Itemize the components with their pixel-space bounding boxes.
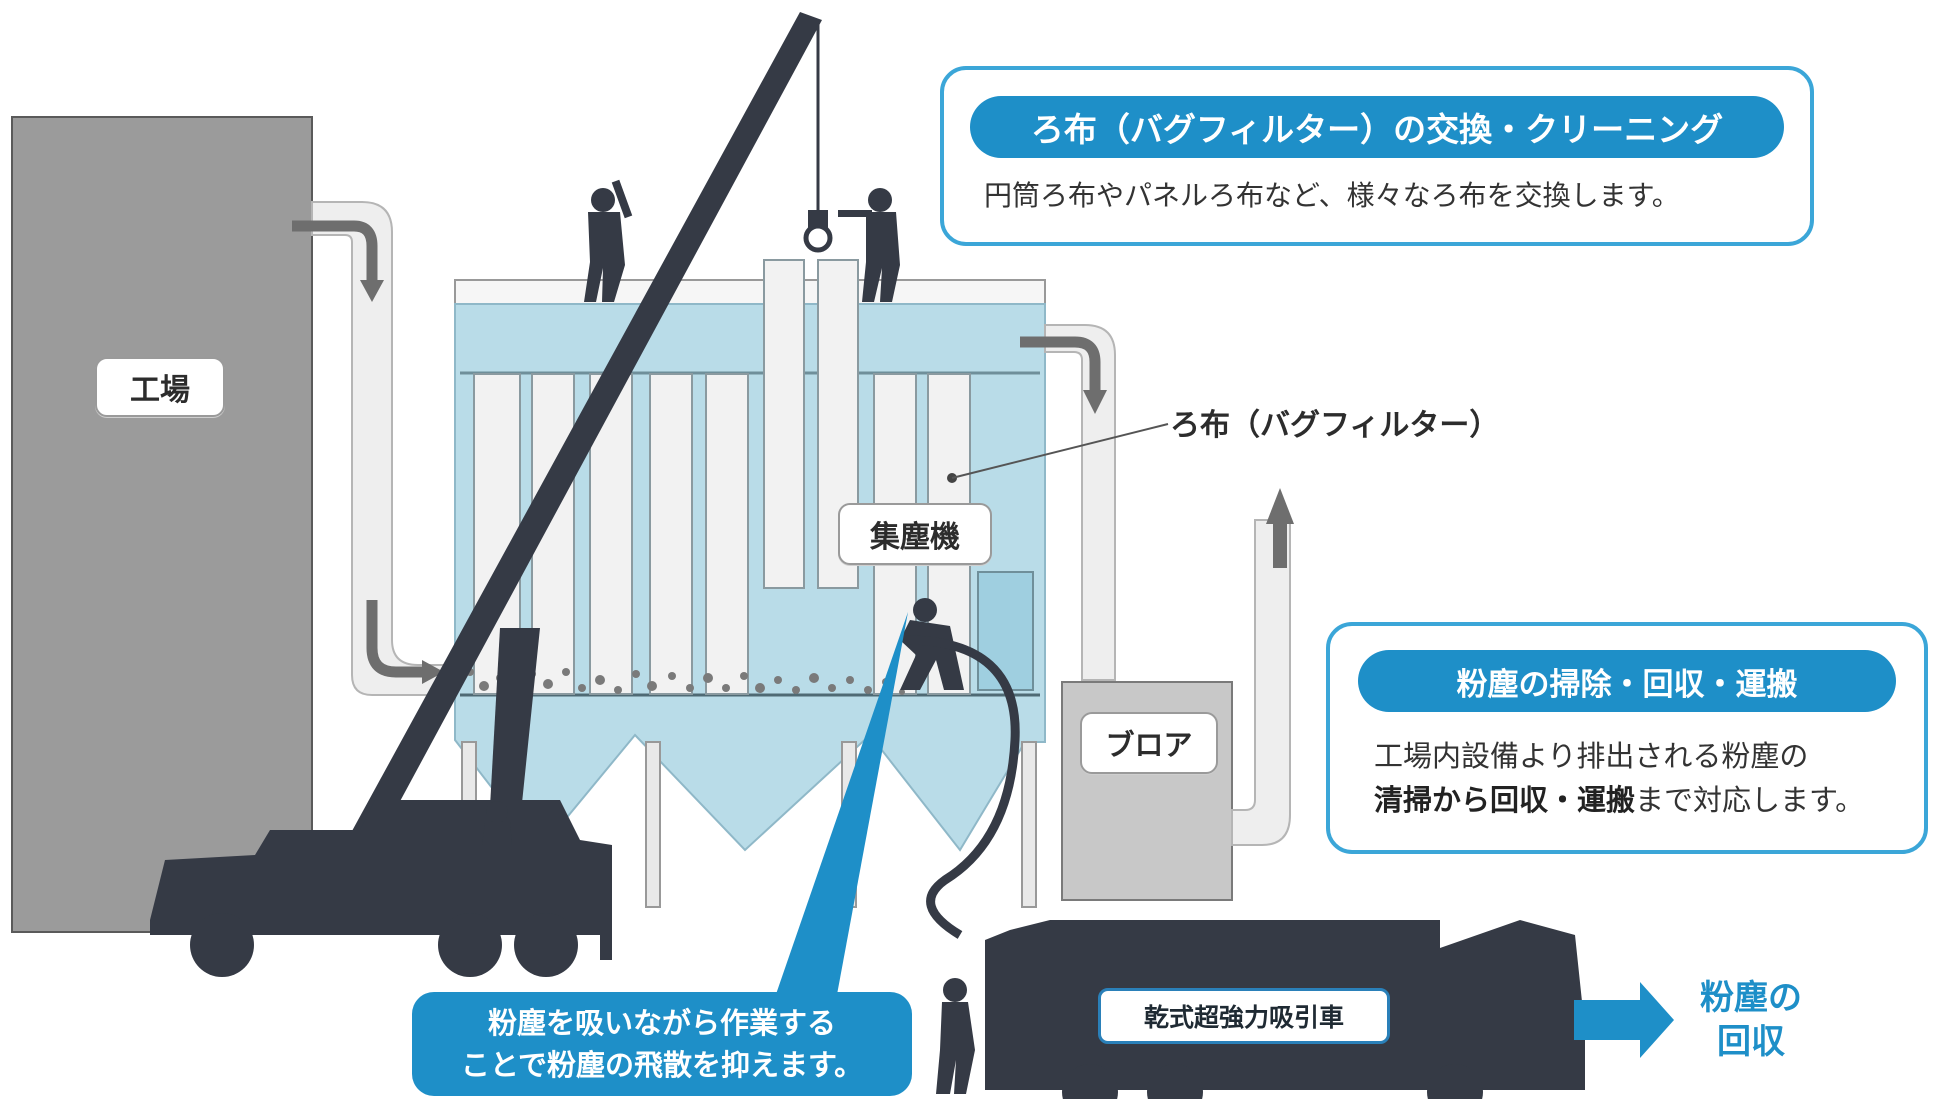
- worker-silhouette: [584, 179, 633, 302]
- filter-exchange-callout: ろ布（バグフィルター）の交換・クリーニング 円筒ろ布やパネルろ布など、様々なろ布…: [940, 66, 1814, 246]
- bag-filter: [649, 373, 693, 695]
- leader-line: [951, 423, 1169, 479]
- outlet-duct: [1044, 324, 1116, 681]
- collector-top-rail: [454, 279, 1046, 305]
- bag-filter: [763, 259, 805, 589]
- flow-arrow-head-icon: [360, 280, 384, 302]
- crane-hook-block: [808, 210, 828, 228]
- factory-label: 工場: [95, 357, 225, 417]
- flow-arrow-icon: [1020, 336, 1101, 392]
- bubble-pointer: [774, 612, 908, 1000]
- crane-support: [488, 628, 540, 842]
- blower-label: ブロア: [1080, 712, 1218, 774]
- collector-panel: [977, 571, 1034, 691]
- dust-cleaning-line2: 清掃から回収・運搬まで対応します。: [1374, 778, 1914, 822]
- crane-boom: [346, 12, 822, 842]
- dust-cleaning-rest: まで対応します。: [1635, 783, 1865, 817]
- bag-filter: [705, 373, 749, 695]
- suction-work-line1: 粉塵を吸いながら作業する: [487, 1006, 836, 1040]
- dust-collector-label: 集塵機: [838, 503, 992, 565]
- dust-cleaning-callout: 粉塵の掃除・回収・運搬 工場内設備より排出される粉塵の 清掃から回収・運搬まで対…: [1326, 622, 1928, 854]
- dust-cleaning-line1: 工場内設備より排出される粉塵の: [1374, 739, 1809, 773]
- recovery-arrow-icon: [1574, 982, 1674, 1058]
- factory-building: [11, 116, 313, 933]
- filter-exchange-text: 円筒ろ布やパネルろ布など、様々なろ布を交換します。: [984, 179, 1680, 212]
- exhaust-arrow-head-icon: [1266, 488, 1294, 524]
- suction-hose: [904, 635, 1020, 939]
- worker-silhouette: [482, 801, 512, 845]
- flow-arrow-icon: [292, 220, 378, 282]
- inlet-duct: [311, 201, 457, 696]
- suction-work-line2: ことで粉塵の飛散を抑えます。: [460, 1048, 864, 1082]
- exhaust-arrow-icon: [1273, 520, 1287, 568]
- dust-cleaning-text: 工場内設備より排出される粉塵の 清掃から回収・運搬まで対応します。: [1374, 734, 1914, 822]
- dust-recovery-line2: 回収: [1717, 1022, 1785, 1062]
- flow-arrow-icon: [366, 600, 424, 678]
- vacuum-truck-label: 乾式超強力吸引車: [1098, 988, 1390, 1044]
- dust-recovery-text: 粉塵の 回収: [1676, 976, 1826, 1064]
- flow-arrow-head-icon: [1083, 390, 1107, 414]
- flow-arrow-head-icon: [422, 660, 444, 684]
- exhaust-duct: [1231, 519, 1291, 846]
- dust-cleaning-title: 粉塵の掃除・回収・運搬: [1358, 650, 1896, 712]
- worker-silhouette: [936, 978, 975, 1094]
- filter-exchange-title: ろ布（バグフィルター）の交換・クリーニング: [970, 96, 1784, 158]
- bag-filter-annotation: ろ布（バグフィルター）: [1170, 408, 1500, 443]
- suction-work-bubble: 粉塵を吸いながら作業する ことで粉塵の飛散を抑えます。: [412, 992, 912, 1096]
- dust-recovery-line1: 粉塵の: [1700, 978, 1802, 1018]
- worker-silhouette: [838, 188, 900, 302]
- dust-cleaning-bold: 清掃から回収・運搬: [1374, 783, 1636, 817]
- crane-hook-icon: [803, 223, 833, 253]
